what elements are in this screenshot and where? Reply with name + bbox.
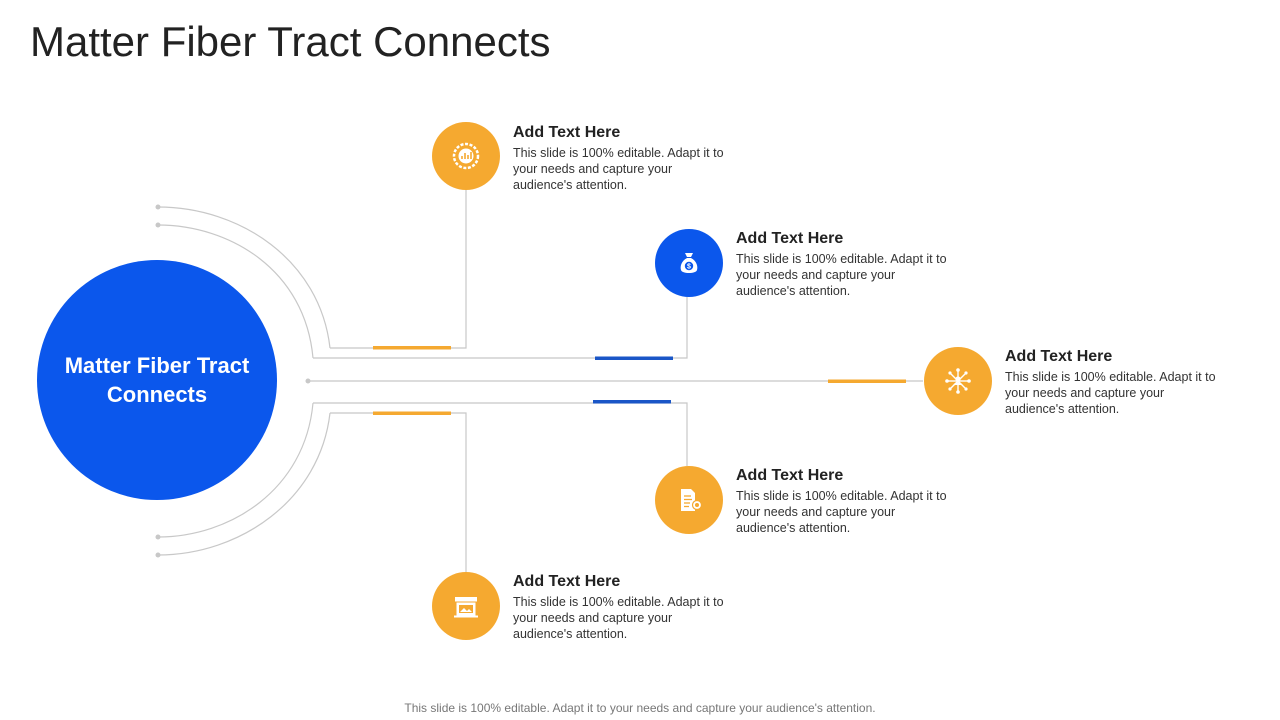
item-4-text: Add Text Here This slide is 100% editabl… bbox=[736, 467, 956, 536]
item-1-text: Add Text Here This slide is 100% editabl… bbox=[513, 124, 733, 193]
item-5-heading: Add Text Here bbox=[513, 573, 621, 590]
item-2-text: Add Text Here This slide is 100% editabl… bbox=[736, 230, 956, 299]
item-4-description: This slide is 100% editable. Adapt it to… bbox=[736, 489, 947, 535]
item-1-heading: Add Text Here bbox=[513, 124, 621, 141]
item-2-description: This slide is 100% editable. Adapt it to… bbox=[736, 252, 947, 298]
page-title: Matter Fiber Tract Connects bbox=[30, 18, 551, 65]
item-4-heading: Add Text Here bbox=[736, 467, 844, 484]
item-2-node: $ bbox=[655, 229, 723, 297]
money-bag-icon: $ bbox=[680, 253, 698, 273]
hub-circle: Matter Fiber Tract Connects bbox=[37, 260, 277, 500]
item-3-description: This slide is 100% editable. Adapt it to… bbox=[1005, 370, 1216, 416]
network-person-icon bbox=[945, 368, 971, 394]
item-5-text: Add Text Here This slide is 100% editabl… bbox=[513, 573, 733, 642]
footer-note: This slide is 100% editable. Adapt it to… bbox=[404, 701, 876, 715]
storefront-icon bbox=[454, 597, 478, 618]
item-5-node bbox=[432, 572, 500, 640]
document-coin-icon bbox=[681, 489, 703, 511]
item-2-heading: Add Text Here bbox=[736, 230, 844, 247]
item-3-node bbox=[924, 347, 992, 415]
svg-text:$: $ bbox=[687, 264, 691, 271]
item-4-node bbox=[655, 466, 723, 534]
hub-label: Matter Fiber Tract Connects bbox=[64, 353, 250, 407]
item-3-text: Add Text Here This slide is 100% editabl… bbox=[1005, 348, 1225, 417]
item-5-description: This slide is 100% editable. Adapt it to… bbox=[513, 595, 724, 641]
item-3-heading: Add Text Here bbox=[1005, 348, 1113, 365]
chart-badge-icon bbox=[452, 142, 480, 170]
item-1-description: This slide is 100% editable. Adapt it to… bbox=[513, 146, 724, 192]
item-1-node bbox=[432, 122, 500, 190]
